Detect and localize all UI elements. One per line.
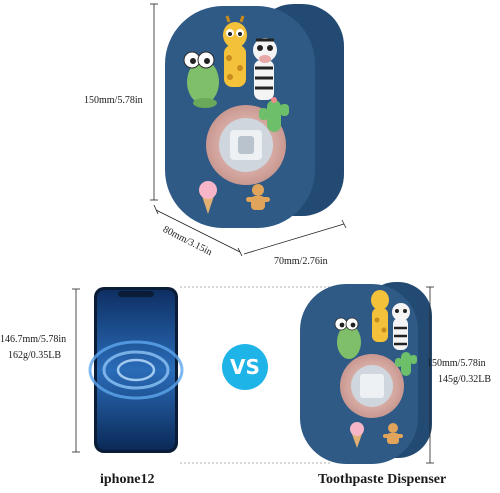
dispenser-dimension-line — [426, 286, 434, 464]
frog-figurine — [334, 317, 361, 359]
phone-dimension-label: 146.7mm/5.78in — [0, 334, 67, 345]
top-dimension-lines — [150, 3, 347, 257]
vs-badge: VS — [222, 344, 268, 390]
top-height-label: 150mm/5.78in — [84, 95, 143, 106]
icecream-figurine — [350, 422, 364, 448]
comparison-guides — [180, 286, 330, 464]
gingerbread-figurine — [246, 184, 270, 210]
phone-dimension-line — [72, 288, 80, 453]
giraffe-figurine — [223, 15, 247, 87]
zebra-figurine — [253, 38, 277, 100]
top-width-label: 70mm/2.76in — [274, 256, 328, 267]
dispenser-weight-label: 145g/0.32LB — [438, 374, 492, 385]
iphone-illustration — [88, 287, 184, 453]
top-dispenser-illustration — [165, 4, 344, 228]
icecream-figurine — [199, 181, 217, 214]
zebra-figurine — [392, 303, 410, 350]
dispenser-dimension-label: 150mm/5.78in — [427, 358, 486, 369]
frog-figurine — [183, 51, 219, 108]
bottom-dispenser-illustration — [300, 282, 432, 464]
cactus-figurine — [395, 352, 417, 376]
phone-weight-label: 162g/0.35LB — [8, 350, 62, 361]
phone-caption: iphone12 — [100, 472, 155, 487]
dispenser-caption: Toothpaste Dispenser — [318, 472, 447, 487]
giraffe-figurine — [371, 290, 389, 342]
cactus-figurine — [259, 97, 289, 132]
gingerbread-figurine — [383, 423, 403, 444]
